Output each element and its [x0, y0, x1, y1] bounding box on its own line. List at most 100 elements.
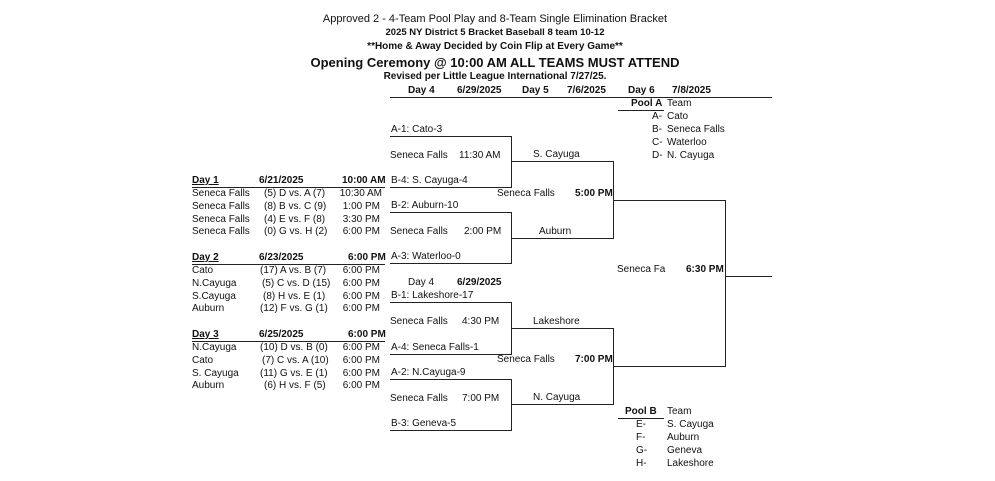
day2-date: 6/23/2025 — [259, 252, 304, 263]
r2-team-slot: Auburn — [539, 226, 572, 237]
day2-game-time: 6:00 PM — [342, 291, 380, 302]
r1-day-date: 6/29/2025 — [457, 277, 502, 288]
day5-label: Day 5 — [522, 85, 549, 96]
day3-label: Day 3 — [192, 329, 219, 340]
final-site: Seneca Fa — [617, 264, 666, 275]
day3-game: (7) C vs. A (10) — [262, 355, 329, 366]
day2-site: S.Cayuga — [192, 291, 236, 302]
day1-site: Seneca Falls — [192, 188, 250, 199]
day2-rule — [192, 264, 385, 265]
bracket-line — [511, 404, 614, 405]
bracket-line — [390, 212, 512, 213]
pool-a-key: B- — [652, 124, 662, 135]
day1-game: (8) B vs. C (9) — [264, 201, 327, 212]
bracket-line — [613, 200, 726, 201]
bracket-subtitle: 2025 NY District 5 Bracket Baseball 8 te… — [385, 27, 605, 38]
day2-site: Auburn — [192, 303, 225, 314]
pool-b-title: Pool B — [625, 406, 657, 417]
pool-a-rule — [618, 110, 664, 111]
r1-day-label: Day 4 — [408, 277, 435, 288]
pool-a-key: D- — [652, 150, 663, 161]
day1-rule — [192, 187, 385, 188]
r1-team-slot: B-4: S. Cayuga-4 — [391, 175, 468, 186]
day1-label: Day 1 — [192, 175, 219, 186]
bracket-connector — [725, 200, 726, 366]
champion-line — [725, 276, 772, 277]
bracket-line — [390, 187, 512, 188]
pool-a-team: Seneca Falls — [667, 124, 725, 135]
day2-game-time: 6:00 PM — [342, 303, 380, 314]
day3-game: (10) D vs. B (0) — [260, 342, 328, 353]
bracket-line — [390, 302, 512, 303]
pool-a-key: C- — [652, 137, 663, 148]
day1-game-time: 6:00 PM — [342, 226, 380, 237]
r2-team-slot: N. Cayuga — [533, 392, 581, 403]
r2-time: 7:00 PM — [575, 354, 613, 365]
r1-time: 4:30 PM — [462, 316, 500, 327]
day3-site: Cato — [192, 355, 214, 366]
pool-b-team: Auburn — [667, 432, 700, 443]
opening-ceremony-note: Opening Ceremony @ 10:00 AM ALL TEAMS MU… — [310, 55, 680, 70]
bracket-line — [511, 238, 614, 239]
day1-game: (5) D vs. A (7) — [264, 188, 326, 199]
day3-game-time: 6:00 PM — [342, 342, 380, 353]
pool-b-key: F- — [636, 432, 646, 443]
day2-game-time: 6:00 PM — [342, 265, 380, 276]
day3-game: (11) G vs. E (1) — [260, 368, 328, 379]
day1-game: (4) E vs. F (8) — [264, 214, 326, 225]
day2-game-time: 6:00 PM — [342, 278, 380, 289]
day2-game: (17) A vs. B (7) — [260, 265, 327, 276]
r2-team-slot: S. Cayuga — [533, 149, 580, 160]
bracket-line — [390, 379, 512, 380]
day1-game: (0) G vs. H (2) — [264, 226, 328, 237]
pool-b-key: G- — [636, 445, 648, 456]
coin-flip-note: **Home & Away Decided by Coin Flip at Ev… — [367, 41, 623, 52]
day1-date: 6/21/2025 — [259, 175, 304, 186]
day1-game-time: 10:30 AM — [339, 188, 382, 199]
r1-team-slot: A-4: Seneca Falls-1 — [391, 342, 479, 353]
day3-game-time: 6:00 PM — [342, 368, 380, 379]
r2-site: Seneca Falls — [497, 354, 555, 365]
r2-site: Seneca Falls — [497, 188, 555, 199]
header-rule — [390, 97, 772, 98]
pool-a-team: Cato — [667, 111, 689, 122]
day2-site: Cato — [192, 265, 214, 276]
r2-team-slot: Lakeshore — [533, 316, 580, 327]
bracket-line — [390, 136, 512, 137]
pool-a-team-header: Team — [667, 98, 692, 109]
r2-time: 5:00 PM — [575, 188, 613, 199]
r1-site: Seneca Falls — [390, 226, 448, 237]
bracket-connector — [511, 212, 512, 263]
pool-a-team: N. Cayuga — [667, 150, 715, 161]
day4-date: 6/29/2025 — [457, 85, 502, 96]
r1-site: Seneca Falls — [390, 316, 448, 327]
pool-b-key: E- — [636, 419, 646, 430]
bracket-line — [390, 263, 512, 264]
day2-time: 6:00 PM — [348, 252, 386, 263]
day3-date: 6/25/2025 — [259, 329, 304, 340]
day2-game: (12) F vs. G (1) — [260, 303, 328, 314]
r1-team-slot: A-1: Cato-3 — [391, 124, 443, 135]
r1-time: 2:00 PM — [464, 226, 502, 237]
pool-b-team-header: Team — [667, 406, 692, 417]
pool-a-team: Waterloo — [667, 137, 707, 148]
day4-label: Day 4 — [408, 85, 435, 96]
day3-rule — [192, 341, 385, 342]
pool-b-key: H- — [636, 458, 647, 469]
pool-b-team: S. Cayuga — [667, 419, 714, 430]
day3-time: 6:00 PM — [348, 329, 386, 340]
day3-game-time: 6:00 PM — [342, 355, 380, 366]
r1-team-slot: A-3: Waterloo-0 — [391, 251, 461, 262]
day2-game: (8) H vs. E (1) — [263, 291, 326, 302]
day3-game-time: 6:00 PM — [342, 380, 380, 391]
r1-time: 11:30 AM — [459, 150, 501, 161]
pool-b-team: Lakeshore — [667, 458, 714, 469]
day5-date: 7/6/2025 — [567, 85, 606, 96]
day3-game: (6) H vs. F (5) — [264, 380, 326, 391]
pool-a-key: A- — [652, 111, 662, 122]
day6-date: 7/8/2025 — [672, 85, 711, 96]
pool-b-team: Geneva — [667, 445, 703, 456]
bracket-title: Approved 2 - 4-Team Pool Play and 8-Team… — [322, 13, 668, 25]
r1-site: Seneca Falls — [390, 393, 448, 404]
day6-label: Day 6 — [628, 85, 655, 96]
